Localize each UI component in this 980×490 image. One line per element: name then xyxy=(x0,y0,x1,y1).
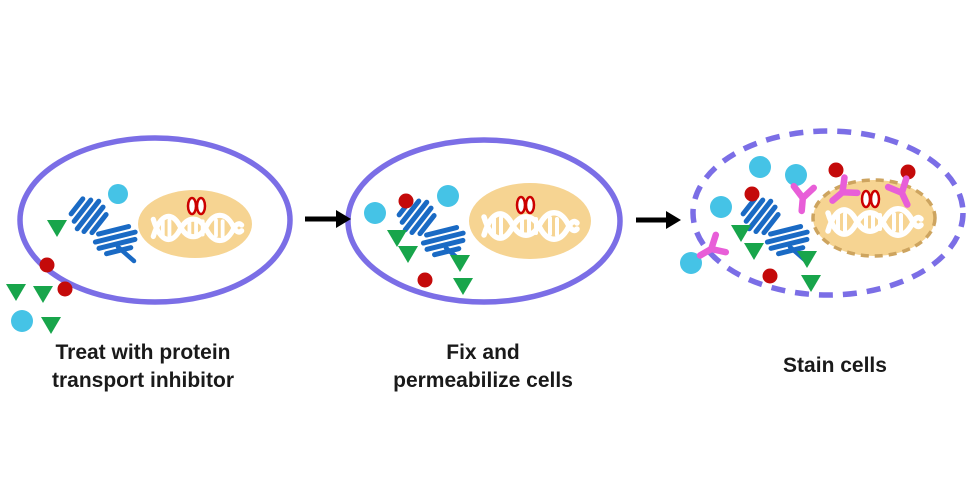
step-1-label-line-2: transport inhibitor xyxy=(52,369,234,392)
antibody-icon xyxy=(884,175,911,208)
green-protein-triangle xyxy=(387,230,407,247)
cyan-protein-dot xyxy=(749,156,771,178)
golgi-apparatus xyxy=(740,196,810,264)
red-protein-dot xyxy=(417,272,433,288)
green-protein-triangle xyxy=(6,284,26,301)
red-protein-dot xyxy=(57,281,73,297)
cyan-protein-dot xyxy=(680,252,702,274)
dna-helix xyxy=(481,210,580,242)
step-1-label-line-1: Treat with protein xyxy=(55,341,231,364)
green-protein-triangle xyxy=(731,225,751,242)
step-2-label-line-2: permeabilize cells xyxy=(393,369,573,392)
right-arrow-icon-1 xyxy=(305,210,351,228)
right-arrow-icon-2 xyxy=(636,211,681,229)
green-protein-triangle xyxy=(801,275,821,292)
antibody-icon xyxy=(790,182,817,215)
red-protein-dot xyxy=(744,186,760,202)
green-protein-triangle xyxy=(41,317,61,334)
cyan-protein-dot xyxy=(785,164,807,186)
antibody-icon xyxy=(829,174,861,204)
green-protein-triangle xyxy=(744,243,764,260)
step-2-label: Fix and permeabilize cells xyxy=(393,339,573,395)
step-2-label-line-1: Fix and xyxy=(446,341,520,364)
red-protein-dot xyxy=(900,164,916,180)
green-protein-triangle xyxy=(47,220,67,237)
epitope-rings-icon xyxy=(860,189,881,209)
red-protein-dot xyxy=(762,268,778,284)
red-protein-dot xyxy=(398,193,414,209)
cyan-protein-dot xyxy=(437,185,459,207)
panel-fixed-cell xyxy=(345,137,623,305)
green-protein-triangle xyxy=(398,246,418,263)
red-protein-dot xyxy=(828,162,844,178)
antibody-icon xyxy=(696,231,730,259)
dna-helix xyxy=(825,206,924,238)
green-protein-triangle xyxy=(33,286,53,303)
step-3-label: Stain cells xyxy=(783,352,887,380)
dna-helix xyxy=(150,212,245,244)
epitope-rings-icon xyxy=(515,195,536,215)
panel-treated-cell xyxy=(6,135,293,334)
cyan-protein-dot xyxy=(108,184,128,204)
epitope-rings-icon xyxy=(186,196,207,216)
cyan-protein-dot xyxy=(364,202,386,224)
red-protein-dot xyxy=(39,257,55,273)
panel-stained-cell xyxy=(680,128,966,298)
cyan-protein-dot xyxy=(710,196,732,218)
cyan-protein-dot xyxy=(11,310,33,332)
step-1-label: Treat with protein transport inhibitor xyxy=(52,339,234,395)
golgi-apparatus xyxy=(68,196,138,264)
green-protein-triangle xyxy=(450,255,470,272)
green-protein-triangle xyxy=(453,278,473,295)
green-protein-triangle xyxy=(797,251,817,268)
step-3-label-line-1: Stain cells xyxy=(783,354,887,377)
